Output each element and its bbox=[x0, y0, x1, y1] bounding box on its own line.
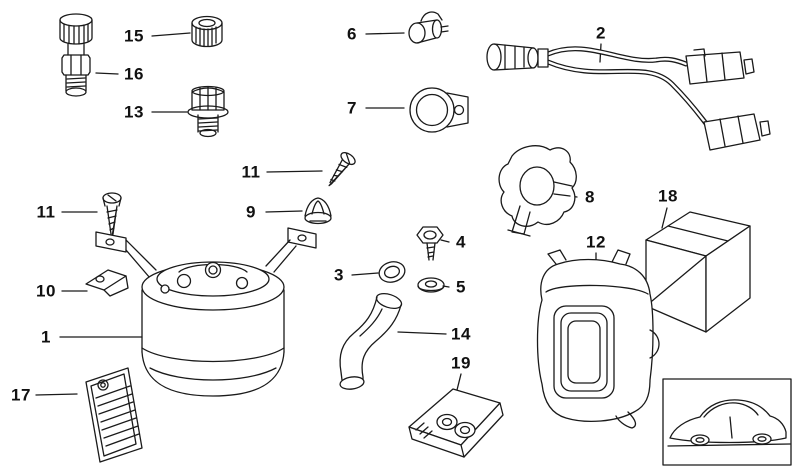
callout-5[interactable]: 5 bbox=[456, 277, 466, 297]
part-label-17 bbox=[85, 367, 143, 463]
callout-16[interactable]: 16 bbox=[124, 64, 144, 84]
part-sensor-6 bbox=[408, 11, 449, 44]
part-washer-5 bbox=[417, 277, 445, 293]
callout-17[interactable]: 17 bbox=[11, 385, 31, 405]
callout-3[interactable]: 3 bbox=[334, 265, 344, 285]
callout-14[interactable]: 14 bbox=[451, 324, 471, 344]
part-screw-11-mid bbox=[328, 151, 356, 187]
callout-9[interactable]: 9 bbox=[246, 202, 256, 222]
part-plate-19 bbox=[408, 388, 504, 458]
part-boot-12 bbox=[536, 249, 660, 429]
callout-19[interactable]: 19 bbox=[451, 353, 471, 373]
part-pressure-switch-13 bbox=[187, 85, 229, 138]
part-clamp-7 bbox=[409, 87, 469, 133]
callout-15[interactable]: 15 bbox=[124, 26, 144, 46]
part-bolt-4 bbox=[416, 226, 444, 261]
callout-7[interactable]: 7 bbox=[347, 98, 357, 118]
part-harness-2 bbox=[486, 43, 771, 151]
callout-1[interactable]: 1 bbox=[41, 327, 51, 347]
vehicle-inset bbox=[662, 378, 792, 466]
callout-12[interactable]: 12 bbox=[586, 232, 606, 252]
callout-8[interactable]: 8 bbox=[585, 187, 595, 207]
part-drier-1 bbox=[95, 227, 317, 397]
part-screw-11-left bbox=[102, 192, 122, 238]
part-hose-14 bbox=[339, 292, 403, 390]
callout-13[interactable]: 13 bbox=[124, 102, 144, 122]
vehicle-inset-frame bbox=[662, 378, 792, 466]
part-valve-16 bbox=[59, 13, 93, 97]
part-clip-9 bbox=[304, 197, 332, 225]
callout-4[interactable]: 4 bbox=[456, 232, 466, 252]
callout-2[interactable]: 2 bbox=[596, 23, 606, 43]
part-holder-8 bbox=[498, 145, 577, 237]
callout-18[interactable]: 18 bbox=[658, 186, 678, 206]
part-box-18 bbox=[645, 211, 751, 333]
callout-11-mid[interactable]: 11 bbox=[241, 162, 261, 182]
part-knurled-cap-15 bbox=[191, 15, 223, 48]
callout-10[interactable]: 10 bbox=[36, 281, 56, 301]
part-oring-3 bbox=[378, 261, 406, 283]
part-bracket-10 bbox=[85, 269, 129, 297]
callout-6[interactable]: 6 bbox=[347, 24, 357, 44]
callout-11-left[interactable]: 11 bbox=[36, 202, 56, 222]
car-icon bbox=[667, 399, 791, 447]
